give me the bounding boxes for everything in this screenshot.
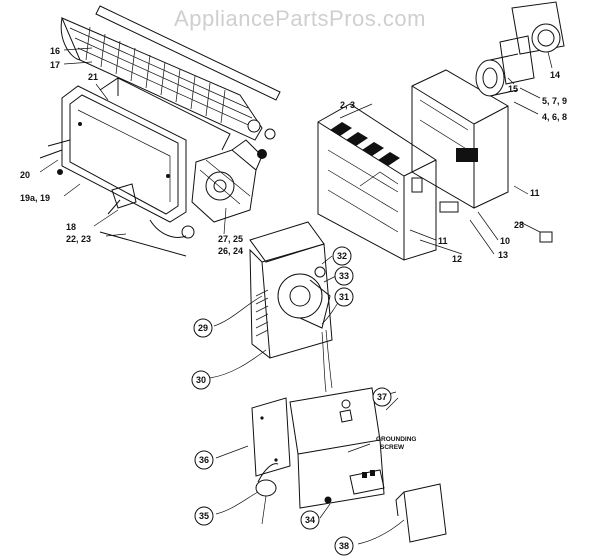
callout-15: 15 (508, 84, 518, 94)
blower-assembly (249, 221, 333, 393)
callout-11-rear: 11 (530, 188, 540, 198)
control-box (251, 387, 385, 509)
callout-32-circle: 32 (332, 246, 352, 266)
callout-34-circle: 34 (300, 510, 320, 530)
callout-19a-19: 19a, 19 (20, 193, 50, 203)
callout-30-circle: 30 (191, 370, 211, 390)
rear-jacket (411, 69, 509, 213)
callout-27-25: 27, 25 (218, 234, 243, 244)
callout-13: 13 (498, 250, 508, 260)
burner-tubes (60, 5, 281, 141)
grounding-note-line1: GROUNDING (376, 436, 416, 443)
cover-plate (395, 483, 447, 543)
callout-21: 21 (88, 72, 98, 82)
callout-34: 34 (305, 515, 315, 525)
callout-4-6-8: 4, 6, 8 (542, 112, 567, 122)
leader-lines (39, 47, 553, 545)
callout-26-24: 26, 24 (218, 246, 243, 256)
callout-37: 37 (377, 392, 387, 402)
callout-33: 33 (339, 271, 349, 281)
callout-14: 14 (550, 70, 560, 80)
callout-17: 17 (50, 60, 60, 70)
callout-32: 32 (337, 251, 347, 261)
callout-35-circle: 35 (194, 506, 214, 526)
part-28 (539, 231, 553, 243)
callout-20: 20 (20, 170, 30, 180)
callout-36-circle: 36 (194, 450, 214, 470)
gas-valve (191, 139, 267, 223)
grounding-note-line2: SCREW (380, 444, 405, 451)
callout-2-3: 2, 3 (340, 100, 355, 110)
callout-38-circle: 38 (334, 536, 354, 556)
callout-38: 38 (339, 541, 349, 551)
callout-11-front: 11 (438, 236, 448, 246)
front-cabinet (317, 103, 437, 261)
callout-18: 18 (66, 222, 76, 232)
callout-33-circle: 33 (334, 266, 354, 286)
vent-cap (475, 1, 565, 97)
limit-switch (255, 463, 279, 525)
combustion-frame (61, 77, 231, 223)
callout-29-circle: 29 (193, 318, 213, 338)
callout-29: 29 (198, 323, 208, 333)
callout-10: 10 (500, 236, 510, 246)
callout-37-circle: 37 (372, 387, 392, 407)
callout-31: 31 (339, 292, 349, 302)
callout-31-circle: 31 (334, 287, 354, 307)
pilot-assembly (39, 139, 195, 257)
callout-35: 35 (199, 511, 209, 521)
callout-12: 12 (452, 254, 462, 264)
watermark-text: AppliancePartsPros.com (174, 6, 426, 31)
callout-5-7-9: 5, 7, 9 (542, 96, 567, 106)
callout-30: 30 (196, 375, 206, 385)
callout-16: 16 (50, 46, 60, 56)
callout-28: 28 (514, 220, 524, 230)
callout-22-23: 22, 23 (66, 234, 91, 244)
callout-36: 36 (199, 455, 209, 465)
